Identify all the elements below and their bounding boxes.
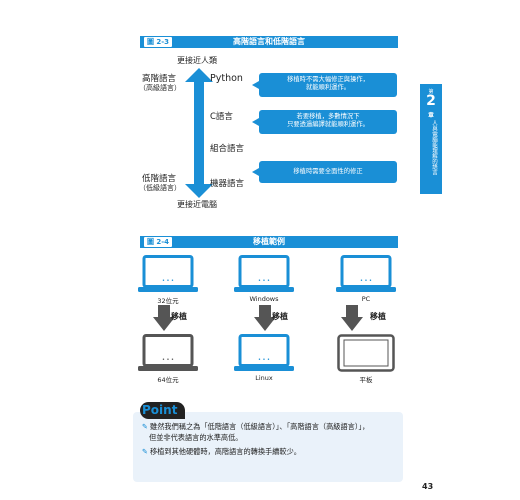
chapter-side-tab: 第 2 章 人與電腦能理解的語言 <box>420 84 442 194</box>
point-text: 但並非代表語言的水準高低。 <box>149 433 243 442</box>
target-label-64bit: 64位元 <box>157 376 179 384</box>
figure-title: 移植範例 <box>253 237 285 246</box>
point-label: Point <box>142 403 178 417</box>
callout-c: 若要移植，多數情況下 只要透過編譯就能順利運作。 <box>252 110 397 134</box>
point-line-1: ✎雖然我們稱之為「低階語言（低級語言）」、「高階語言（高級語言）」， <box>142 422 369 432</box>
figure-title: 高階語言和低階語言 <box>233 37 305 46</box>
tablet-icon <box>337 334 395 372</box>
svg-text:• • •: • • • <box>258 357 270 363</box>
chapter-prefix: 第 <box>428 89 434 95</box>
point-line-3: ✎移植到其他硬體時，高階語言的轉換手續較少。 <box>142 447 301 457</box>
laptop-icon: • • • <box>138 334 198 371</box>
svg-text:• • •: • • • <box>360 278 372 284</box>
high-level-sub: （高級語言） <box>139 84 181 92</box>
laptop-icon: • • • <box>336 255 396 292</box>
pencil-icon: ✎ <box>142 447 149 456</box>
down-arrow-icon <box>254 305 276 331</box>
figure-tag: 圖 2-3 <box>144 37 172 47</box>
point-box <box>133 412 403 482</box>
low-level-label: 低階語言 <box>142 174 177 184</box>
chapter-suffix: 章 <box>428 113 434 119</box>
figure-2-3-header: 圖 2-3 高階語言和低階語言 <box>140 36 398 48</box>
port-label: 移植 <box>272 312 288 321</box>
port-label: 移植 <box>171 312 187 321</box>
source-label-32bit: 32位元 <box>157 297 179 305</box>
page-number: 43 <box>422 482 434 491</box>
down-arrow-icon <box>341 305 363 331</box>
laptop-icon: • • • <box>138 255 198 292</box>
svg-text:• • •: • • • <box>162 278 174 284</box>
language-machine: 機器語言 <box>210 179 245 189</box>
source-label-windows: Windows <box>249 295 279 303</box>
low-level-sub: （低級語言） <box>139 184 181 192</box>
figure-2-4-header: 圖 2-4 移植範例 <box>140 236 398 248</box>
svg-text:• • •: • • • <box>162 357 174 363</box>
callout-machine: 移植時需要全面性的修正 <box>252 161 397 183</box>
closer-to-human-label: 更接近人類 <box>177 56 217 65</box>
callout-python: 移植時不需大幅修正與操作， 就能順利運作。 <box>252 73 397 97</box>
svg-text:• • •: • • • <box>258 278 270 284</box>
target-label-linux: Linux <box>255 374 273 382</box>
point-line-2: 但並非代表語言的水準高低。 <box>149 433 242 443</box>
high-level-label: 高階語言 <box>142 74 177 84</box>
closer-to-computer-label: 更接近電腦 <box>177 200 217 209</box>
laptop-icon: • • • <box>234 255 294 292</box>
figure-tag: 圖 2-4 <box>144 237 172 247</box>
point-tag: Point <box>140 402 185 419</box>
point-text: 移植到其他硬體時，高階語言的轉換手續較少。 <box>150 447 301 456</box>
port-label: 移植 <box>370 312 386 321</box>
chapter-title: 人與電腦能理解的語言 <box>431 120 437 175</box>
double-arrow-icon <box>185 68 213 198</box>
chapter-number: 2 <box>426 93 436 109</box>
language-python: Python <box>210 73 243 84</box>
source-label-pc: PC <box>361 295 371 303</box>
laptop-icon: • • • <box>234 334 294 371</box>
language-assembly: 組合語言 <box>210 144 245 154</box>
pencil-icon: ✎ <box>142 422 149 431</box>
target-label-tablet: 平板 <box>359 376 373 384</box>
down-arrow-icon <box>153 305 175 331</box>
point-text: 雖然我們稱之為「低階語言（低級語言）」、「高階語言（高級語言）」， <box>150 422 370 431</box>
language-c: C語言 <box>210 112 233 122</box>
